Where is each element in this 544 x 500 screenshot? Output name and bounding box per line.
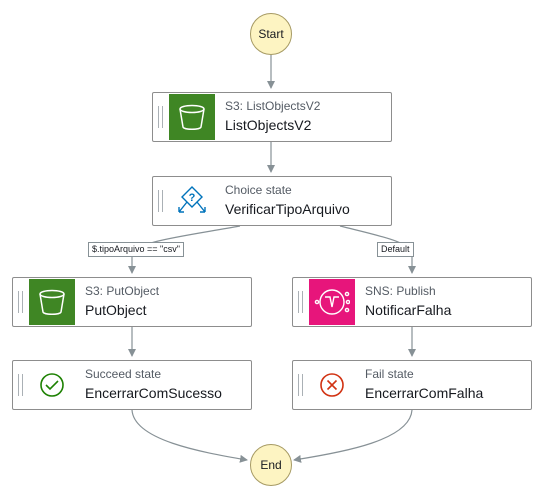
state-name: PutObject bbox=[85, 302, 147, 318]
state-put-object[interactable]: S3: PutObject PutObject bbox=[12, 277, 252, 327]
sns-topic-icon bbox=[309, 279, 355, 325]
state-name: ListObjectsV2 bbox=[225, 117, 312, 133]
svg-text:?: ? bbox=[189, 192, 196, 204]
state-name: NotificarFalha bbox=[365, 302, 452, 318]
choice-icon: ? bbox=[169, 178, 215, 224]
state-fail[interactable]: Fail state EncerrarComFalha bbox=[292, 360, 532, 410]
state-type: Choice state bbox=[225, 183, 292, 197]
state-name: EncerrarComFalha bbox=[365, 385, 484, 401]
state-name: VerificarTipoArquivo bbox=[225, 201, 350, 217]
state-type: S3: ListObjectsV2 bbox=[225, 99, 321, 113]
drag-handle[interactable] bbox=[18, 374, 23, 396]
state-type: SNS: Publish bbox=[365, 284, 436, 298]
start-node[interactable]: Start bbox=[250, 13, 292, 55]
state-notify-fail[interactable]: SNS: Publish NotificarFalha bbox=[292, 277, 532, 327]
drag-handle[interactable] bbox=[158, 106, 163, 128]
branch-label-csv[interactable]: $.tipoArquivo == "csv" bbox=[88, 242, 184, 257]
state-list-objects[interactable]: S3: ListObjectsV2 ListObjectsV2 bbox=[152, 92, 392, 142]
end-label: End bbox=[260, 458, 282, 472]
state-type: Fail state bbox=[365, 367, 414, 381]
check-circle-icon bbox=[29, 362, 75, 408]
state-type: S3: PutObject bbox=[85, 284, 160, 298]
s3-bucket-icon bbox=[169, 94, 215, 140]
end-node[interactable]: End bbox=[250, 444, 292, 486]
edge-fail-to-end bbox=[293, 409, 413, 463]
state-name: EncerrarComSucesso bbox=[85, 385, 222, 401]
s3-bucket-icon bbox=[29, 279, 75, 325]
branch-label-default[interactable]: Default bbox=[377, 242, 414, 257]
start-label: Start bbox=[258, 27, 284, 41]
drag-handle[interactable] bbox=[298, 374, 303, 396]
x-circle-icon bbox=[309, 362, 355, 408]
state-succeed[interactable]: Succeed state EncerrarComSucesso bbox=[12, 360, 252, 410]
state-type: Succeed state bbox=[85, 367, 162, 381]
edge-succeed-to-end bbox=[131, 409, 248, 463]
drag-handle[interactable] bbox=[298, 291, 303, 313]
state-choice[interactable]: ? Choice state VerificarTipoArquivo bbox=[152, 176, 392, 226]
drag-handle[interactable] bbox=[18, 291, 23, 313]
drag-handle[interactable] bbox=[158, 190, 163, 212]
